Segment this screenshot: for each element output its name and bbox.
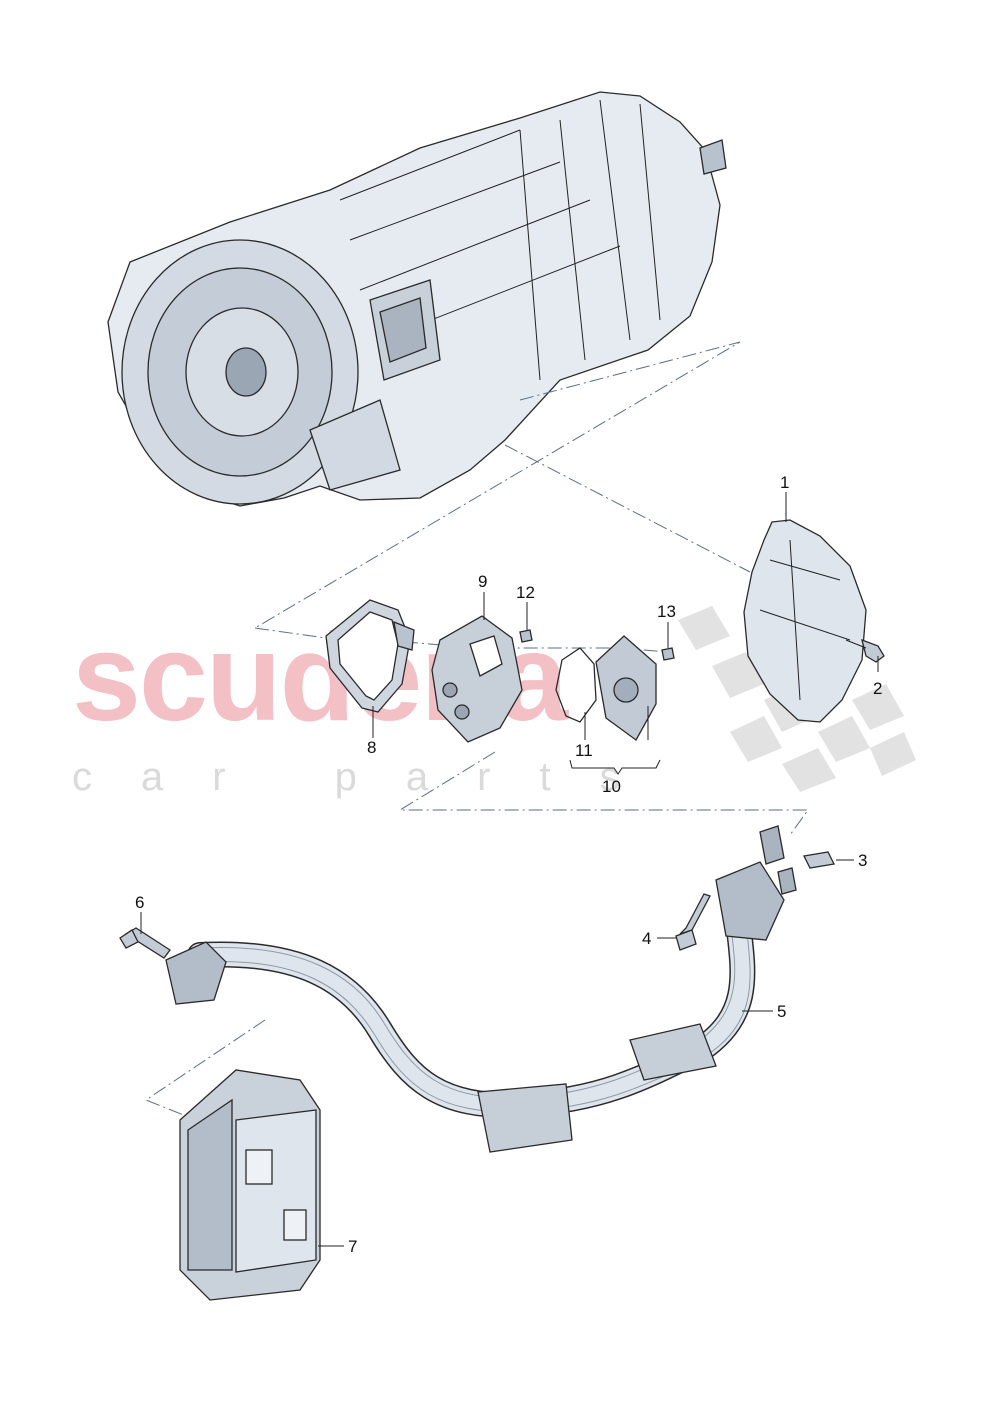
part-5-wiring-harness (165, 825, 797, 1153)
callout-12: 12 (516, 583, 535, 602)
callout-labels: 1 2 3 4 5 6 7 8 9 10 11 12 13 (135, 473, 882, 1256)
part-1-cover (743, 519, 867, 723)
callout-11: 11 (575, 741, 593, 760)
callout-2: 2 (873, 679, 882, 698)
callout-3: 3 (858, 851, 867, 870)
callout-1: 1 (780, 473, 789, 492)
callout-13: 13 (657, 602, 676, 621)
assembly-leader-lines (144, 341, 809, 1121)
part-3-bolt (803, 851, 835, 869)
part-11-seal (555, 647, 597, 723)
callout-4: 4 (642, 929, 651, 948)
part-7-control-unit (179, 1069, 321, 1301)
part-10-cover-plate (595, 635, 657, 741)
callout-6: 6 (135, 893, 144, 912)
part-12-screw (519, 629, 533, 643)
watermark-tagline: car parts (72, 755, 669, 799)
callout-8: 8 (367, 738, 376, 757)
transmission-assembly (107, 91, 727, 507)
callout-leader-lines (140, 492, 879, 1247)
callout-7: 7 (348, 1237, 357, 1256)
part-4-bolt (675, 893, 711, 951)
callout-5: 5 (777, 1002, 786, 1021)
part-6-bolt (119, 927, 171, 959)
part-8-gasket (325, 599, 415, 713)
part-9-adapter-housing (431, 615, 523, 743)
part-13-screw (661, 647, 675, 661)
callout-9: 9 (478, 572, 487, 591)
callout-10: 10 (602, 777, 621, 796)
